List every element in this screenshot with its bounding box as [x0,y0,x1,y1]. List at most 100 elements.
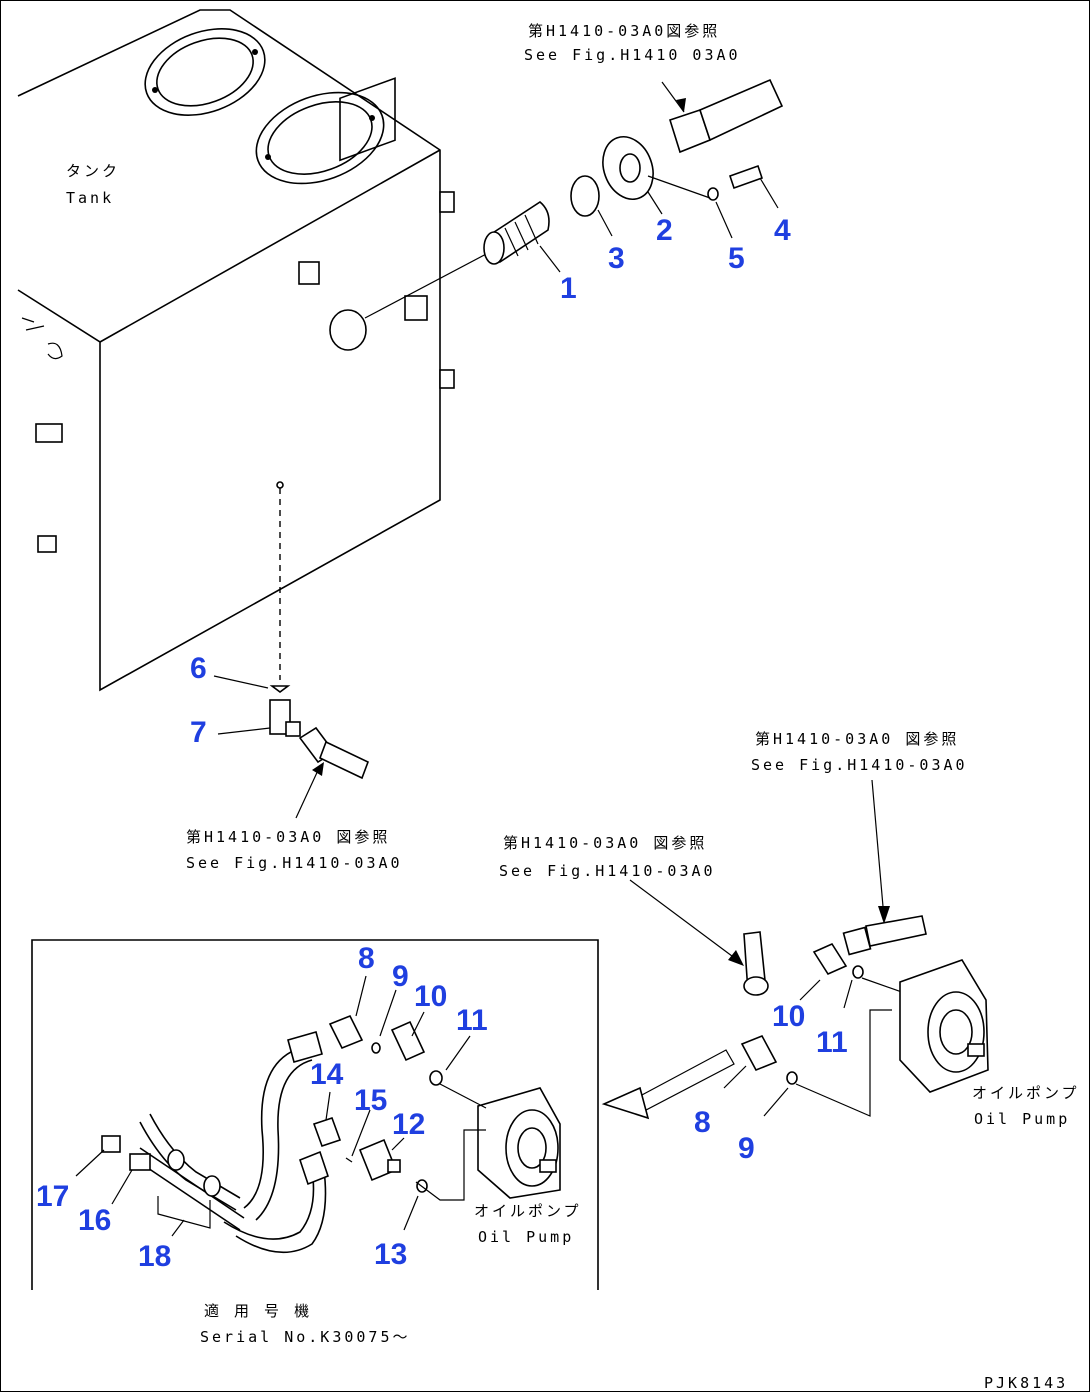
inset-hose-loop [223,1031,329,1254]
ref-right-jp: 第H1410-03A0 図参照 [755,730,959,748]
pump-inset-en: Oil Pump [478,1228,574,1246]
callout-leader-16 [111,1169,133,1205]
tank-lid-1 [144,28,266,116]
ref-mid-arrow [295,765,321,819]
strainer-assembly: 第H1410-03A0図参照 See Fig.H1410 03A0 1 2 3 … [364,22,791,319]
callout-9-right: 9 [738,1132,755,1165]
plug-part-17 [101,1135,121,1153]
inset-frame [31,939,599,1290]
callout-leader-1 [539,245,561,273]
callout-leader-8-right [723,1065,747,1089]
callout-16: 16 [78,1204,111,1237]
callout-9-inset: 9 [392,960,409,993]
pump-inset-jp: オイルポンプ [474,1202,582,1220]
pump-hose-upper [842,915,927,956]
ref-mid-jp: 第H1410-03A0 図参照 [186,828,390,846]
callout-4: 4 [774,214,791,247]
adapter-part-12 [358,1138,401,1182]
hydraulic-tank: タンク Tank [17,9,455,692]
ref-center-jp: 第H1410-03A0 図参照 [503,834,707,852]
callout-leader-12 [391,1137,405,1151]
adapter-part-10-right [812,942,848,976]
callout-leader-13 [403,1195,419,1231]
ref-right-en: See Fig.H1410-03A0 [751,756,968,774]
tank-lid-2 [255,91,385,185]
tank-side-fitting-1 [35,423,63,443]
callout-2: 2 [656,214,673,247]
ref-top-arrow [661,81,685,113]
callout-10-inset: 10 [414,980,447,1013]
pump-guide-line-2 [795,1009,892,1117]
ref-center-arrow [629,879,741,963]
callout-leader-11-inset [445,1035,471,1071]
inset-pump-guide-line-2 [415,1129,486,1201]
callout-12: 12 [392,1108,425,1141]
tank-label-en: Tank [66,189,114,207]
callout-bracket-18 [157,1196,211,1229]
callout-8-right: 8 [694,1106,711,1139]
cover-part-2 [602,136,654,200]
tank-mark-1 [21,317,45,331]
callout-8-inset: 8 [358,942,375,975]
callout-13: 13 [374,1238,407,1271]
ref-mid-en: See Fig.H1410-03A0 [186,854,403,872]
inset-pipe-bundle [135,1113,245,1231]
oil-pump-right [899,959,989,1093]
o-ring-part-9-right [786,1071,798,1085]
callout-leader-15 [351,1109,371,1157]
drain-plug-part-7 [269,685,291,693]
callout-leader-17 [75,1149,105,1177]
callout-leader-9-inset [379,989,397,1037]
callout-leader-8-inset [355,975,367,1017]
callout-leader-4 [759,177,779,209]
ref-right-arrow [871,779,885,919]
callout-3: 3 [608,242,625,275]
oil-pump-inset [477,1087,561,1199]
drain-hole [276,481,284,489]
callout-leader-7 [213,675,269,689]
callout-leader-2 [647,191,663,215]
gasket-part-3 [570,175,600,217]
callout-18: 18 [138,1240,171,1273]
washer-part-5 [707,187,719,201]
fitting-part-16 [129,1153,151,1171]
callout-leader-14 [325,1091,331,1121]
tank-port-opening [329,309,367,351]
tee-part-14 [312,1116,342,1148]
tank-boss-1 [298,261,320,285]
callout-leader-6 [217,727,271,735]
elbow-part-8-inset [328,1014,364,1050]
callout-5: 5 [728,242,745,275]
pump-right-en: Oil Pump [974,1110,1070,1128]
tank-mark-2 [47,342,63,360]
callout-leader-10-right [799,979,821,1001]
pump-right-jp: オイルポンプ [972,1084,1080,1102]
tank-boss-3 [439,191,455,213]
callout-leader-10-inset [411,1011,425,1037]
bolt-guide-line [647,175,711,199]
tank-side-fitting-2 [37,535,57,553]
o-ring-part-9-inset [371,1042,381,1054]
serial-label-jp: 適 用 号 機 [204,1302,312,1320]
inset-pump-guide-line [439,1083,487,1109]
pump-assembly-right: 第H1410-03A0 図参照 See Fig.H1410-03A0 第H141… [499,730,1080,1165]
callout-14: 14 [310,1058,344,1091]
o-ring-part-11-inset [429,1070,443,1086]
callout-leader-18 [171,1219,185,1237]
bolt-part-4 [728,164,764,190]
callout-10-right: 10 [772,1000,805,1033]
tank-flange-plate [339,77,396,162]
o-ring-part-13 [416,1179,428,1193]
hose-connector-top [669,78,784,154]
callout-1: 1 [560,272,577,305]
drain-hose [298,726,370,780]
elbow-part-8-right [740,1034,778,1072]
serial-label-en: Serial No.K30075～ [200,1328,411,1346]
callout-7: 6 [190,652,207,685]
tank-boss-2 [404,295,428,321]
callout-15: 15 [354,1084,387,1117]
ref-center-en: See Fig.H1410-03A0 [499,862,716,880]
serial-inset: 8 9 10 11 12 13 14 15 16 17 18 オイルポンプ Oi… [31,939,599,1346]
callout-leader-5 [715,201,733,239]
callout-6: 7 [190,716,207,749]
